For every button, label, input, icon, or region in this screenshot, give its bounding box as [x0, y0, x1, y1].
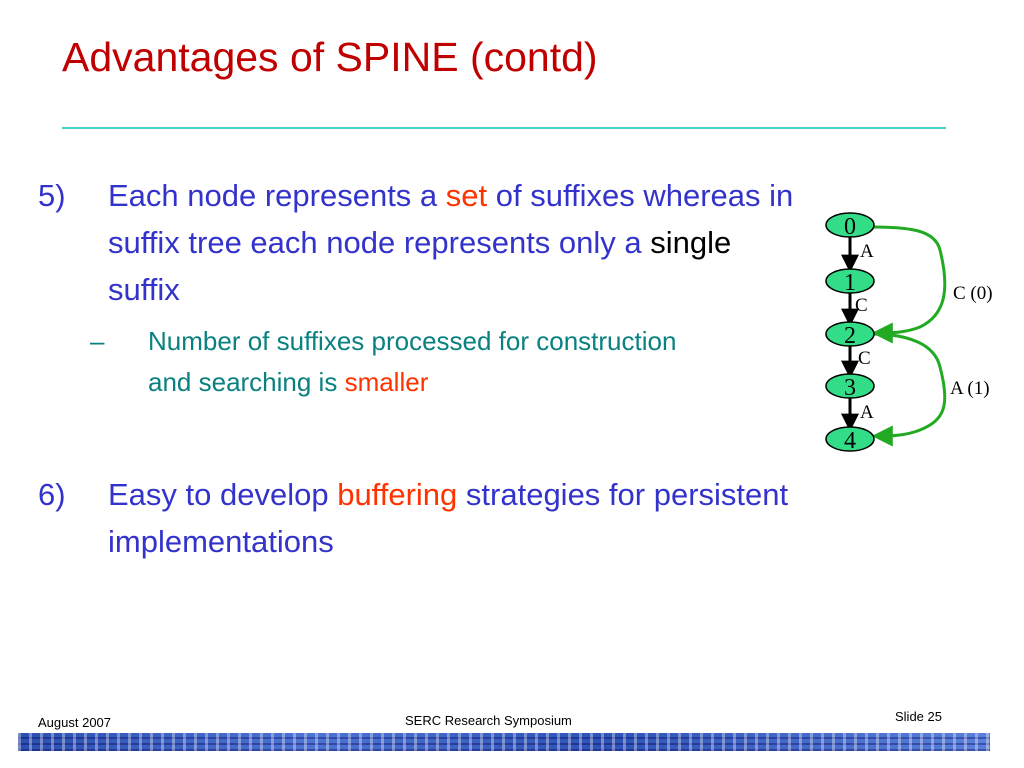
link-label-a1: A (1)	[950, 378, 990, 399]
spine-node-2: 2	[825, 321, 875, 349]
footer-decorative-band	[18, 733, 990, 751]
highlight-buffering: buffering	[337, 477, 458, 512]
edge-label-0-1: A	[860, 241, 874, 262]
edge-label-1-2: C	[855, 295, 868, 316]
link-arrow-2-4	[871, 332, 947, 447]
bullet-text-run: Each node represents a	[108, 178, 446, 213]
slide-title: Advantages of SPINE (contd)	[62, 34, 598, 80]
spine-node-1: 1	[825, 268, 875, 296]
sub-bullet-text: Number of suffixes processed for constru…	[148, 321, 708, 403]
bullet-text: Each node represents a set of suffixes w…	[108, 172, 808, 313]
node-label: 4	[844, 428, 856, 454]
bullet-number: 5)	[38, 178, 66, 213]
node-label: 2	[844, 323, 856, 349]
bullet-text-run: strategies for persistent implementation…	[108, 477, 789, 559]
node-label: 0	[844, 214, 856, 240]
edge-label-2-3: C	[858, 348, 871, 369]
highlight-set: set	[445, 178, 488, 213]
spine-node-4: 4	[825, 426, 875, 454]
bullet-text-run: of suffixes whereas in suffix tree each …	[108, 178, 794, 260]
title-divider	[62, 127, 946, 129]
node-label: 1	[844, 270, 856, 296]
spine-node-0: 0	[825, 212, 875, 240]
bullet-text-run: suffix	[108, 272, 180, 307]
footer-slide-number: Slide 25	[895, 709, 942, 724]
bullet-text-run: Easy to develop	[108, 477, 338, 512]
sub-bullet-text-run: Number of suffixes processed for constru…	[148, 326, 677, 397]
link-label-c0: C (0)	[953, 283, 993, 304]
node-label: 3	[844, 375, 856, 401]
spine-diagram: 0 1 2 3 4 A C C A C (0) A (1)	[825, 212, 993, 454]
sub-bullet-dash: –	[90, 326, 105, 356]
link-arrow-0-2	[871, 225, 947, 344]
footer-date: August 2007	[38, 715, 112, 730]
bullet-number: 6)	[38, 477, 66, 512]
highlight-smaller: smaller	[344, 367, 429, 397]
footer-event: SERC Research Symposium	[405, 713, 572, 728]
edge-label-3-4: A	[860, 402, 874, 423]
spine-node-3: 3	[825, 373, 875, 401]
highlight-single: single	[650, 225, 732, 260]
bullet-text: Easy to develop buffering strategies for…	[108, 471, 828, 565]
